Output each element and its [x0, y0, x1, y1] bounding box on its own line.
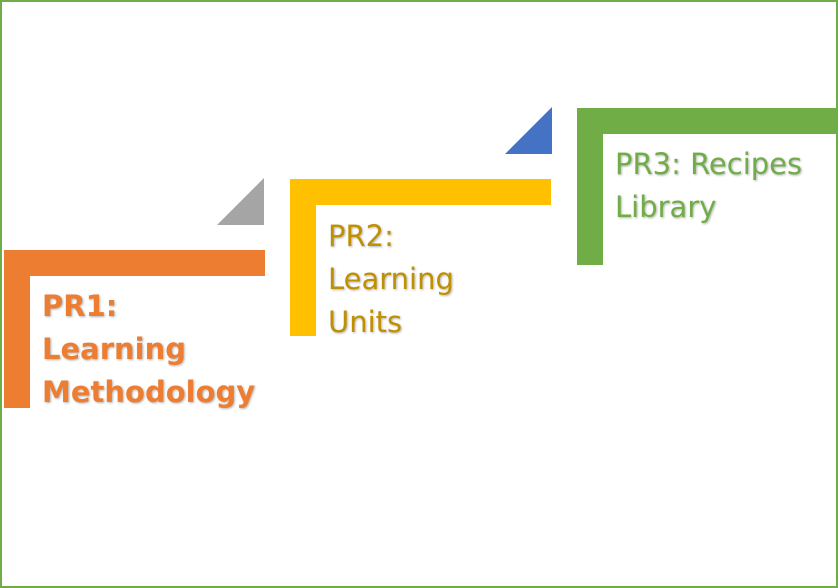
- step-pr1-label: PR1: Learning Methodology: [42, 285, 255, 414]
- step-pr2-line-1: PR2:: [328, 219, 394, 253]
- step-pr2-line-3: Units: [328, 305, 403, 339]
- step-pr1-corner-triangle: [217, 178, 264, 225]
- step-pr1-line-3: Methodology: [42, 375, 256, 409]
- step-pr1-line-1: PR1:: [42, 289, 118, 323]
- step-pr2-top-bar: [290, 179, 551, 205]
- step-pr3-line-1: PR3: Recipes: [615, 147, 803, 181]
- step-pr3-top-bar: [577, 108, 838, 134]
- step-pr2-label: PR2: Learning Units: [328, 215, 454, 344]
- step-pr1-top-bar: [4, 250, 265, 276]
- step-pr2-line-2: Learning: [328, 262, 454, 296]
- step-pr1-left-bar: [4, 250, 30, 408]
- step-pr3-line-2: Library: [615, 190, 717, 224]
- step-pr2-left-bar: [290, 179, 316, 336]
- step-pr2-corner-triangle: [505, 107, 552, 154]
- step-pr3-label: PR3: Recipes Library: [615, 143, 802, 229]
- step-pr1-line-2: Learning: [42, 332, 187, 366]
- step-pr3-left-bar: [577, 108, 603, 265]
